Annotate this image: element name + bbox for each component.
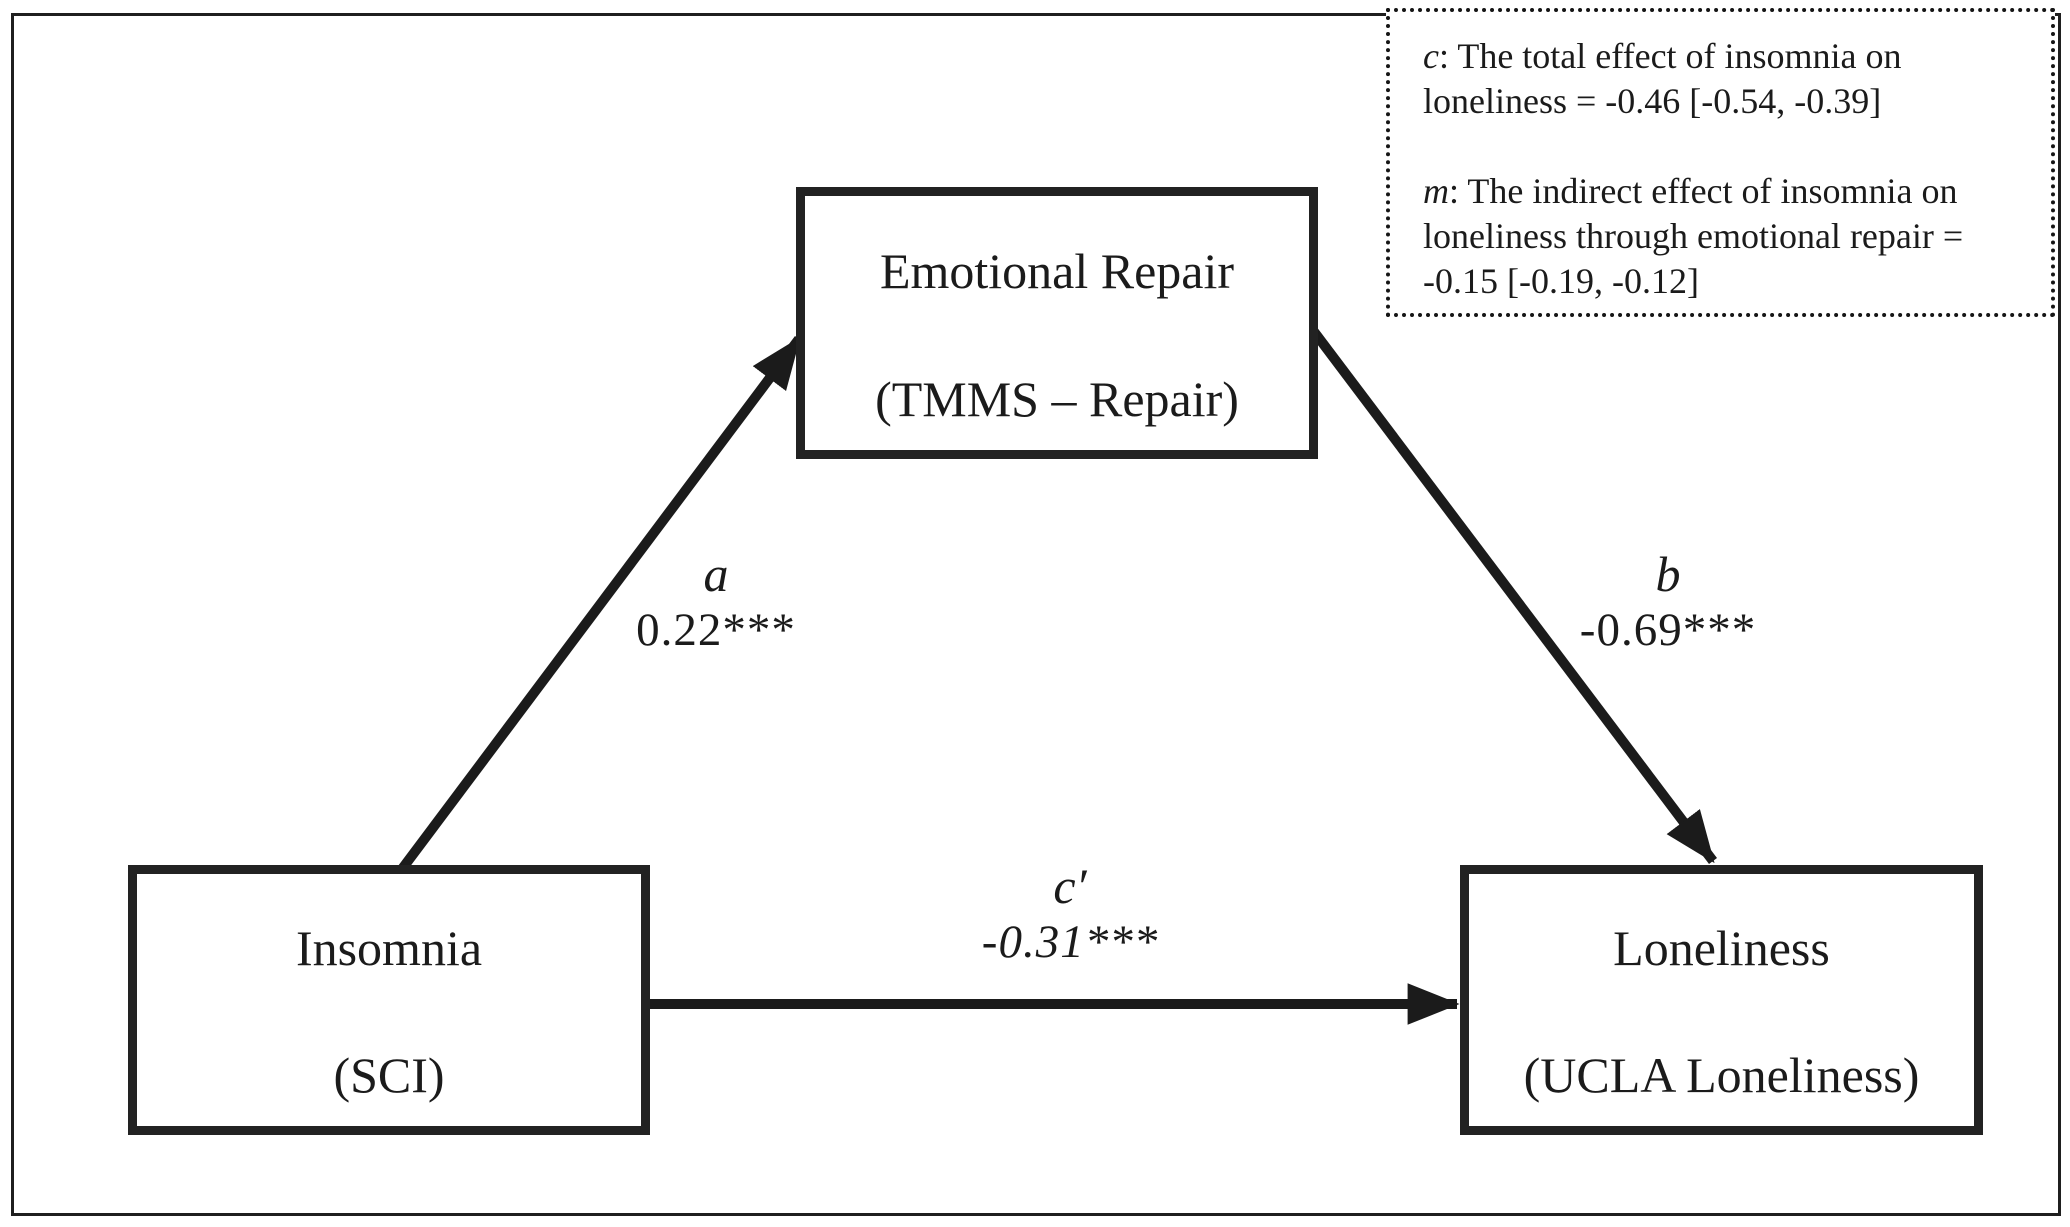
total-effect-note: c: The total effect of insomnia on lonel… xyxy=(1423,34,2033,124)
node-subtitle: (SCI) xyxy=(333,1047,445,1103)
indirect-effect-note: m: The indirect effect of insomnia on lo… xyxy=(1423,169,2033,304)
path-a-letter: a xyxy=(703,546,729,602)
path-a-coefficient: 0.22*** xyxy=(636,604,796,656)
indirect-effect-text: : The indirect effect of insomnia on xyxy=(1449,171,1958,211)
figure-border xyxy=(11,13,2061,1216)
total-effect-text: : The total effect of insomnia on xyxy=(1438,36,1902,76)
node-title: Loneliness xyxy=(1613,920,1830,976)
path-b-coefficient: -0.69*** xyxy=(1579,604,1757,656)
node-subtitle: (UCLA Loneliness) xyxy=(1523,1047,1920,1103)
path-c-prime-label: c′ -0.31*** xyxy=(982,859,1158,971)
indirect-effect-symbol: m xyxy=(1423,171,1449,211)
path-b-label: b -0.69*** xyxy=(1580,547,1756,659)
node-title: Emotional Repair xyxy=(879,243,1235,299)
effects-note-box: c: The total effect of insomnia on lonel… xyxy=(1386,8,2055,317)
path-a-label: a 0.22*** xyxy=(636,547,796,659)
indirect-effect-line-3: -0.15 [-0.19, -0.12] xyxy=(1423,261,1699,301)
total-effect-line-2: loneliness = -0.46 [-0.54, -0.39] xyxy=(1423,81,1882,121)
path-b-arrow xyxy=(1308,325,1717,865)
total-effect-line-1: c: The total effect of insomnia on xyxy=(1423,34,2033,79)
path-c-prime-letter: c′ xyxy=(1053,858,1087,914)
node-subtitle: (TMMS – Repair) xyxy=(875,371,1239,427)
path-c-prime-coefficient: -0.31*** xyxy=(981,916,1159,968)
indirect-effect-line-2: loneliness through emotional repair = xyxy=(1423,216,1964,256)
outcome-node-loneliness: Loneliness (UCLA Loneliness) xyxy=(1460,865,1983,1135)
mediator-node-emotional-repair: Emotional Repair (TMMS – Repair) xyxy=(796,187,1318,459)
indirect-effect-line-1: m: The indirect effect of insomnia on xyxy=(1423,169,2033,214)
node-title: Insomnia xyxy=(295,920,483,976)
path-b-letter: b xyxy=(1655,546,1681,602)
predictor-node-insomnia: Insomnia (SCI) xyxy=(128,865,650,1135)
total-effect-symbol: c xyxy=(1423,36,1439,76)
path-a-arrow xyxy=(394,336,804,876)
